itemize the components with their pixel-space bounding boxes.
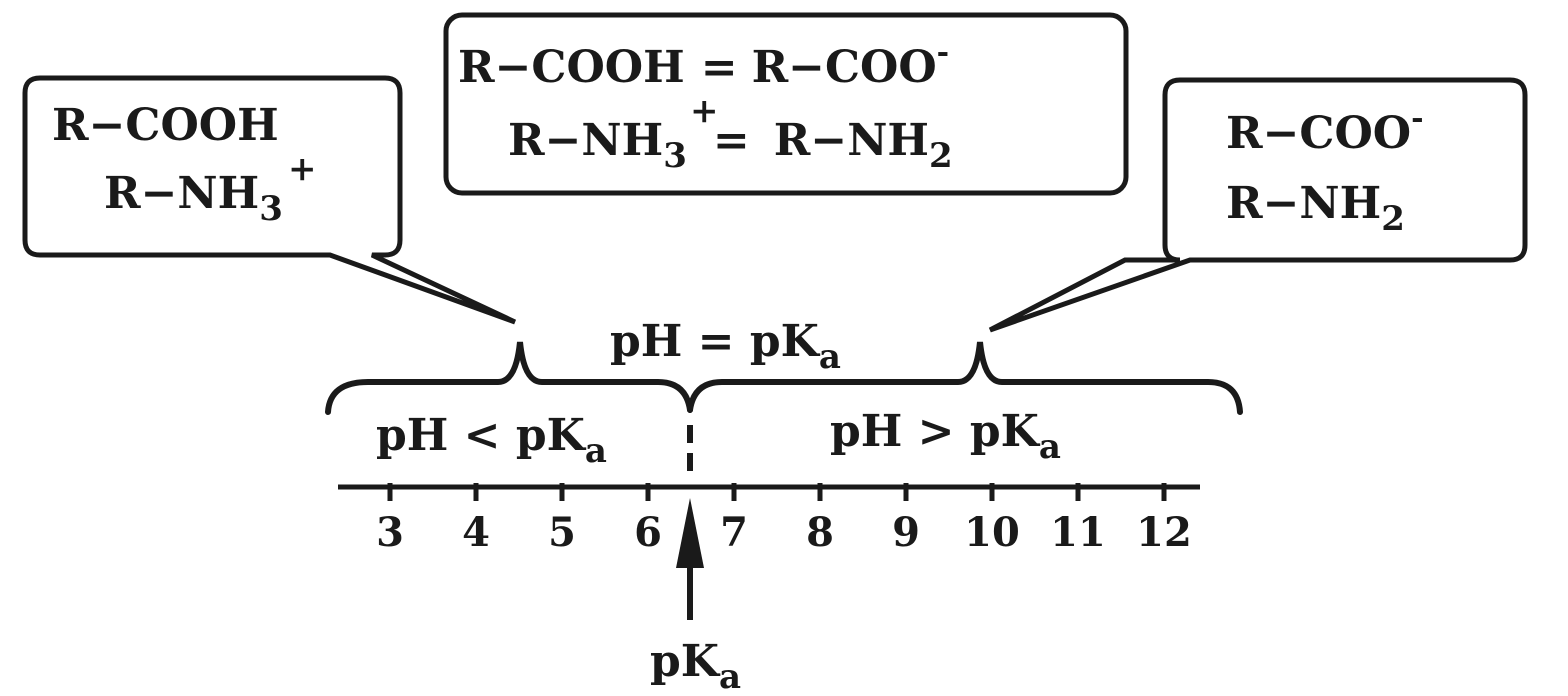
right-callout-box — [988, 77, 1528, 333]
center-box-line1: R−COOH=R−COO- — [458, 35, 949, 93]
left-box-line2-charge: + — [288, 149, 317, 189]
axis-tick-label: 3 — [376, 509, 404, 556]
center-box — [443, 12, 1129, 196]
label-ph-less-pka: pH < pKa — [376, 410, 607, 471]
label-ph-equals-pka: pH = pKa — [610, 316, 841, 377]
right-box-line2: R−NH2 — [1226, 178, 1405, 239]
left-callout-box — [22, 75, 517, 325]
left-brace — [325, 341, 693, 415]
axis-tick-label: 6 — [634, 509, 662, 556]
axis-tick-label: 10 — [964, 509, 1020, 556]
center-box-line2-charge: + — [690, 91, 719, 131]
axis-tick-label: 7 — [720, 509, 748, 556]
axis-tick-label: 8 — [806, 509, 834, 556]
pka-arrow-head — [676, 498, 704, 568]
left-box-line1: R−COOH — [52, 100, 279, 151]
label-ph-greater-pka: pH > pKa — [830, 406, 1061, 467]
axis-tick-label: 12 — [1136, 509, 1192, 556]
axis-tick-label: 4 — [462, 509, 490, 556]
left-box-line2: R−NH3 — [104, 168, 283, 229]
ph-axis-ticks: 3 4 5 6 7 8 9 10 11 12 — [376, 483, 1192, 556]
right-brace — [687, 341, 1243, 415]
axis-tick-label: 11 — [1050, 509, 1106, 556]
right-box-line1: R−COO- — [1226, 101, 1424, 159]
label-pka: pKa — [650, 636, 741, 696]
axis-tick-label: 9 — [892, 509, 920, 556]
center-box-line2: R−NH3=R−NH2 — [508, 115, 953, 176]
axis-tick-label: 5 — [548, 509, 576, 556]
